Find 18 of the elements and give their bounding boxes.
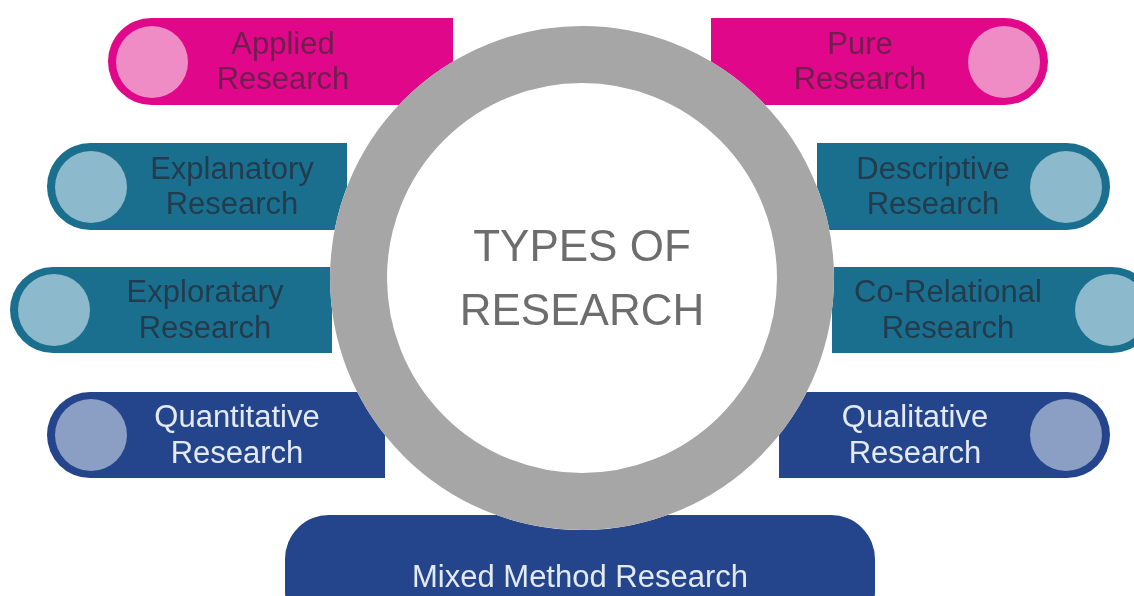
center-title: TYPES OF RESEARCH [458, 220, 706, 336]
pill-label: Quantitative Research [153, 399, 321, 471]
pill-label: Applied Research [215, 25, 351, 98]
pill-label: Descriptive Research [855, 150, 1011, 223]
pill-label: Pure Research [792, 25, 928, 98]
research-type-pill [10, 267, 332, 353]
research-type-pill [47, 143, 347, 230]
pill-label: Exploratary Research [125, 274, 285, 346]
research-type-pill [817, 143, 1110, 230]
pill-label: Mixed Method Research [411, 559, 749, 595]
research-type-pill [711, 18, 1048, 105]
research-type-pill [779, 392, 1110, 478]
research-type-pill [108, 18, 453, 105]
pill-label: Co-Relational Research [853, 274, 1043, 346]
pill-label: Qualitative Research [840, 399, 990, 471]
pill-label: Explanatory Research [149, 150, 315, 223]
research-type-pill [832, 267, 1134, 353]
research-type-pill [47, 392, 385, 478]
